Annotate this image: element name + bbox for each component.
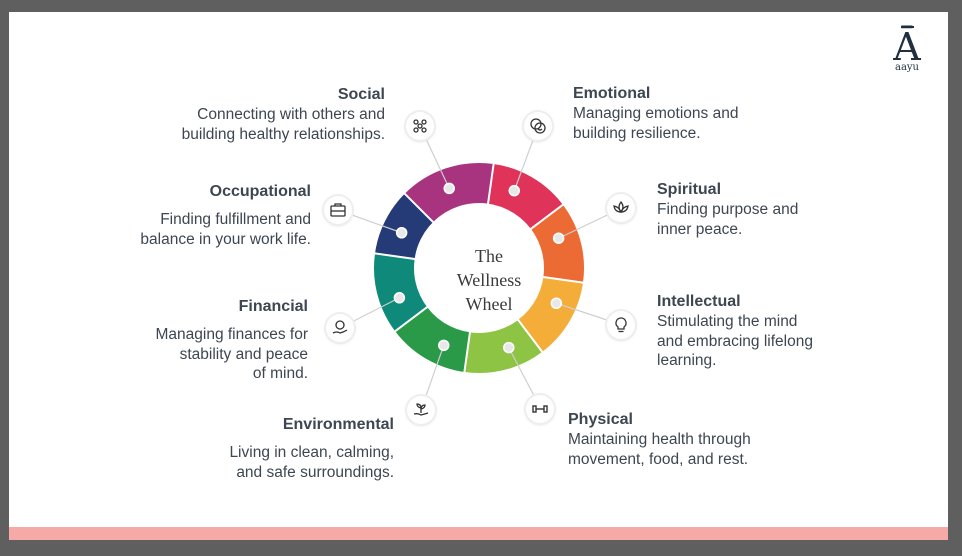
physical-desc-line-2: movement, food, and rest. <box>568 450 749 468</box>
financial-dot <box>393 292 406 304</box>
wellness-wheel <box>337 123 623 411</box>
lightbulb-icon <box>607 311 635 339</box>
environmental-desc-line-1: Living in clean, calming, <box>229 444 394 461</box>
wheel-title-line-1: The <box>475 246 503 266</box>
social-block: Social Connecting with others and buildi… <box>182 85 385 144</box>
slide: Ā aayu The Wellness Wheel Social Connect… <box>9 12 948 540</box>
financial-desc-line-2: stability and peace <box>179 345 308 363</box>
intellectual-dot <box>550 297 563 309</box>
financial-block: Financial Managing finances for stabilit… <box>155 297 308 384</box>
occupational-desc-line-2: balance in your work life. <box>140 230 311 248</box>
physical-dot <box>503 341 515 354</box>
intellectual-desc-line-1: Stimulating the mind <box>657 313 798 330</box>
environmental-desc-line-2: and safe surroundings. <box>236 463 394 481</box>
social-desc-line-2: building healthy relationships. <box>181 125 385 143</box>
occupational-block: Occupational Finding fulfillment and bal… <box>140 182 311 249</box>
intellectual-desc-line-3: learning. <box>657 352 717 369</box>
emotional-desc-line-1: Managing emotions and <box>573 105 739 122</box>
physical-desc-line-1: Maintaining health through <box>568 431 751 448</box>
lotus-icon <box>607 194 635 222</box>
spiritual-desc-line-2: inner peace. <box>657 220 743 238</box>
emotional-segment <box>478 160 566 231</box>
plant-hand-icon <box>407 396 435 424</box>
emotional-dot <box>508 184 520 197</box>
financial-desc-line-3: of mind. <box>252 365 308 382</box>
occupational-desc-line-1: Finding fulfillment and <box>160 211 311 228</box>
environmental-heading: Environmental <box>282 416 394 433</box>
intellectual-desc-line-2: and embracing lifelong <box>657 332 813 350</box>
intellectual-heading: Intellectual <box>657 293 741 310</box>
wheel-title-line-3: Wheel <box>465 294 513 314</box>
intellectual-segment <box>516 267 587 355</box>
occupational-dot <box>395 227 408 239</box>
people-network-icon <box>406 112 434 140</box>
physical-heading: Physical <box>568 411 633 428</box>
spiritual-desc-line-1: Finding purpose and <box>657 201 799 218</box>
environmental-segment <box>392 305 480 376</box>
environmental-block: Environmental Living in clean, calming, … <box>229 415 394 482</box>
spiritual-heading: Spiritual <box>657 181 722 198</box>
environmental-dot <box>438 339 450 352</box>
bottom-bar <box>9 527 948 540</box>
emotional-desc-line-2: building resilience. <box>573 124 701 142</box>
wheel-title: The Wellness Wheel <box>439 244 539 316</box>
logo-word: aayu <box>894 62 919 73</box>
emotional-block: Emotional Managing emotions and building… <box>573 84 738 143</box>
financial-desc-line-1: Managing finances for <box>155 326 308 343</box>
spiritual-block: Spiritual Finding purpose and inner peac… <box>657 180 798 239</box>
spiritual-dot <box>552 232 565 244</box>
social-dot <box>443 182 455 195</box>
social-heading: Social <box>337 86 385 103</box>
occupational-heading: Occupational <box>209 183 311 200</box>
logo-mark: Ā <box>885 26 929 66</box>
emotional-heading: Emotional <box>573 85 651 102</box>
aayu-logo: Ā aayu <box>885 26 929 84</box>
wheel-title-line-2: Wellness <box>456 270 522 290</box>
money-hand-icon <box>326 314 354 342</box>
physical-block: Physical Maintaining health through move… <box>568 410 751 469</box>
briefcase-icon <box>324 196 352 224</box>
dumbbell-icon <box>526 395 554 423</box>
social-desc-line-1: Connecting with others and <box>197 106 385 123</box>
financial-heading: Financial <box>238 298 308 315</box>
intellectual-block: Intellectual Stimulating the mind and em… <box>657 292 813 371</box>
faces-icon <box>524 112 552 140</box>
